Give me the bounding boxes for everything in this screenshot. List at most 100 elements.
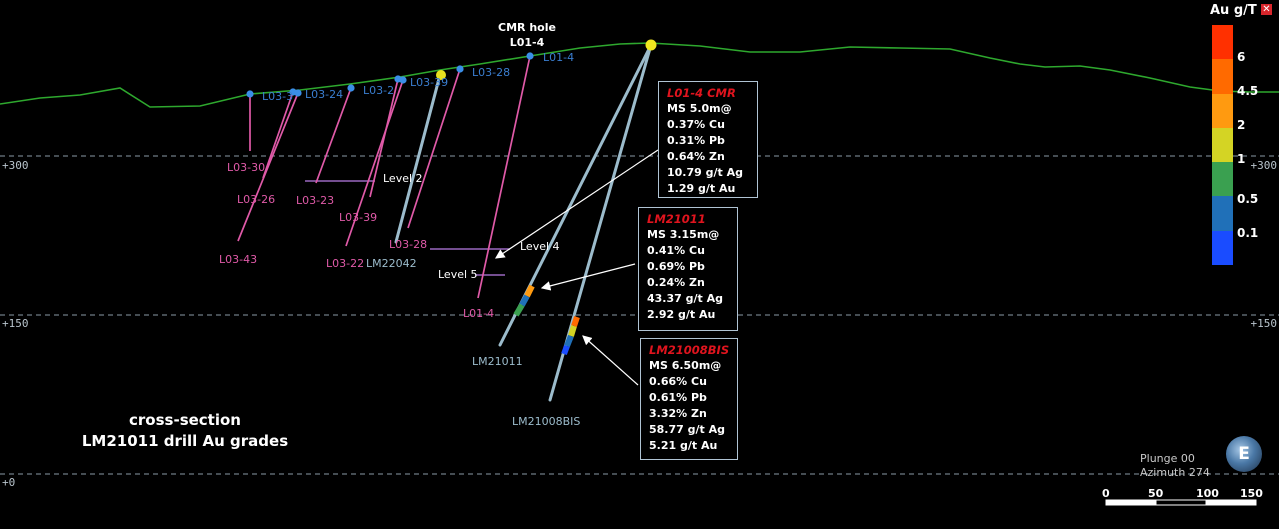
plunge-readout: Plunge 00 [1140, 452, 1195, 465]
hole-label: L03-43 [219, 253, 257, 266]
collar-marker-lm21011[interactable] [645, 39, 657, 51]
grade-segment [524, 284, 535, 298]
scale-label: 100 [1196, 487, 1219, 500]
collar-label: L03-24 [305, 88, 343, 101]
legend-title: Au g/T [1210, 3, 1257, 18]
hole-label: L03-23 [296, 194, 334, 207]
level-label-5: Level 5 [438, 268, 478, 281]
legend-swatch [1212, 25, 1233, 60]
drillhole-lm22042 [394, 73, 442, 244]
azimuth-readout: Azimuth 274 [1140, 466, 1210, 479]
drill-traces-pink [237, 55, 531, 299]
callout-title: L01-4 CMR [667, 86, 736, 100]
collar-label: L03-39 [410, 76, 448, 89]
legend-label: 2 [1237, 118, 1246, 132]
callout-arrow [582, 335, 639, 386]
grade-segment [571, 316, 580, 327]
grade-segment [519, 294, 530, 307]
collar-labels: L03-3 L03-24 L03-2 L03-39 L03-28 L01-4 [262, 51, 574, 103]
callout-line: 0.37% Cu [667, 118, 725, 131]
callout-line: 0.41% Cu [647, 244, 705, 257]
collar-label: L03-3 [262, 90, 293, 103]
collar-marker[interactable] [347, 84, 355, 92]
callout-line: 2.92 g/t Au [647, 308, 716, 321]
callout-line: 58.77 g/t Ag [649, 423, 725, 436]
level-label-4: Level 4 [520, 240, 560, 253]
collar-marker[interactable] [526, 52, 534, 60]
drill-traces-grey [394, 43, 653, 402]
level-label-2: Level 2 [383, 172, 423, 185]
hole-label: L03-39 [339, 211, 377, 224]
assay-callout-lm21011: LM21011 MS 3.15m@ 0.41% Cu 0.69% Pb 0.24… [638, 207, 738, 331]
hole-end-labels: L03-30 L03-26 L03-43 L03-23 L03-39 L03-2… [219, 161, 494, 320]
collar-marker[interactable] [294, 89, 302, 97]
scale-bar [1105, 499, 1257, 506]
drillhole-l03-22 [345, 79, 404, 247]
elevation-label-left-300: +300 [2, 159, 29, 172]
drillhole-l03-43 [237, 92, 299, 242]
collar-marker[interactable] [399, 76, 407, 84]
hole-label: L03-28 [389, 238, 427, 251]
scale-label: 0 [1102, 487, 1110, 500]
cmr-hole-label: CMR hole [498, 21, 556, 34]
callout-line: 43.37 g/t Ag [647, 292, 723, 305]
legend-swatch [1212, 162, 1233, 197]
collar-marker[interactable] [246, 90, 254, 98]
hole-label: LM21008BIS [512, 415, 580, 428]
hole-label: L03-30 [227, 161, 265, 174]
callout-line: 0.24% Zn [647, 276, 705, 289]
compass-globe-icon[interactable]: E [1226, 436, 1262, 472]
collar-label: L03-28 [472, 66, 510, 79]
callout-title: LM21008BIS [649, 343, 730, 357]
legend-label: 6 [1237, 50, 1246, 64]
drillhole-l03-26 [262, 91, 294, 179]
assay-callout-l01-4: L01-4 CMR MS 5.0m@ 0.37% Cu 0.31% Pb 0.6… [658, 81, 758, 198]
cmr-hole-id: L01-4 [510, 36, 545, 49]
scale-label: 150 [1240, 487, 1263, 500]
section-caption: cross-section LM21011 drill Au grades [70, 410, 300, 452]
legend-color-ramp [1212, 25, 1233, 265]
hole-label: L01-4 [463, 307, 494, 320]
legend-label: 0.1 [1237, 226, 1259, 240]
scale-label: 50 [1148, 487, 1164, 500]
callout-line: 0.66% Cu [649, 375, 707, 388]
callout-line: 0.31% Pb [667, 134, 725, 147]
callout-arrows [495, 149, 659, 386]
grade-segment [561, 344, 570, 356]
collar-label: L01-4 [543, 51, 574, 64]
callout-line: MS 3.15m@ [647, 228, 720, 241]
drillhole-l03-23 [315, 87, 352, 184]
callout-line: 0.69% Pb [647, 260, 705, 273]
callout-arrow [540, 263, 636, 291]
collar-markers [246, 52, 534, 98]
caption-line-2: LM21011 drill Au grades [81, 432, 289, 450]
drillhole-l03-39 [369, 78, 399, 198]
legend-swatch [1212, 59, 1233, 94]
collar-marker[interactable] [456, 65, 464, 73]
callout-line: MS 6.50m@ [649, 359, 722, 372]
callout-line: MS 5.0m@ [667, 102, 732, 115]
legend-label: 4.5 [1237, 84, 1259, 98]
legend-swatch [1212, 230, 1233, 265]
hole-end-labels-grey: LM22042 LM21011 LM21008BIS [366, 257, 580, 428]
collar-marker-lm22042[interactable] [436, 70, 446, 80]
assay-callout-lm21008bis: LM21008BIS MS 6.50m@ 0.66% Cu 0.61% Pb 3… [640, 338, 738, 460]
grade-segment [564, 334, 574, 348]
callout-line: 0.64% Zn [667, 150, 725, 163]
legend-label: 1 [1237, 152, 1246, 166]
hole-label: L03-26 [237, 193, 275, 206]
callout-line: 1.29 g/t Au [667, 182, 736, 195]
elevation-label-right-300: +300 [1251, 159, 1278, 172]
topography-line [0, 42, 1279, 108]
elevation-label-left-150: +150 [2, 317, 29, 330]
legend-close-icon[interactable]: ✕ [1261, 4, 1272, 15]
grade-intervals [513, 284, 580, 356]
callout-line: 3.32% Zn [649, 407, 707, 420]
legend-swatch [1212, 196, 1233, 231]
hole-label: LM22042 [366, 257, 417, 270]
elevation-label-right-150: +150 [1251, 317, 1278, 330]
callout-line: 10.79 g/t Ag [667, 166, 743, 179]
legend-swatch [1212, 127, 1233, 163]
